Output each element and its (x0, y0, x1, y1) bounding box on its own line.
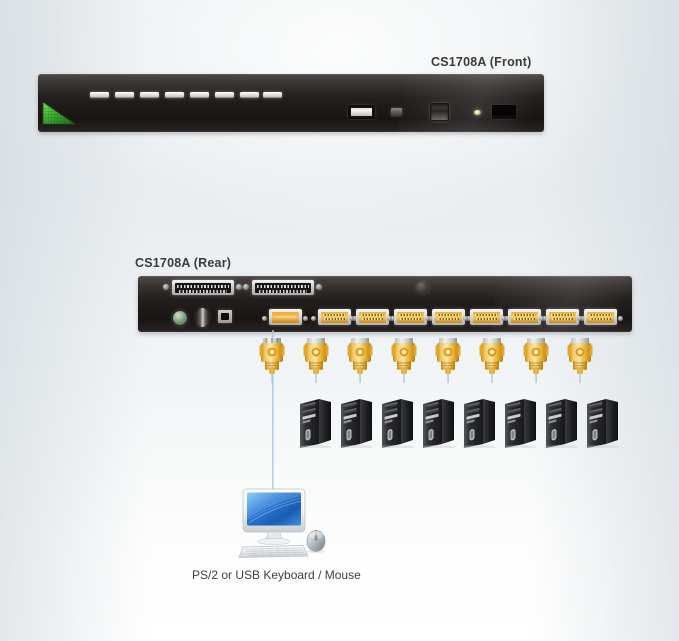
port-led-6 (215, 92, 234, 98)
kvm-cable-connector-2 (303, 338, 329, 383)
computer-tower-4 (420, 396, 456, 449)
cpu-port-5-screw-left (463, 316, 468, 321)
ps2-mouse-port (172, 310, 188, 326)
cpu-port-4-screw-left (425, 316, 430, 321)
cpu-port-6-screw-left (501, 316, 506, 321)
computer-tower-6 (502, 396, 538, 449)
reset-pinhole (391, 108, 402, 116)
port-led-2 (115, 92, 134, 98)
power-jack (416, 281, 429, 294)
power-led (474, 110, 481, 115)
computer-tower-2 (338, 396, 374, 449)
console-port-screw-left (262, 316, 267, 321)
console-cable (272, 330, 274, 494)
db25-screw-left-1 (163, 284, 169, 290)
console-port-screw-right (303, 316, 308, 321)
db25-screw-right-1 (236, 284, 242, 290)
daisy-chain-in-db25 (252, 280, 314, 295)
cpu-port-7 (546, 309, 579, 325)
computer-tower-5 (461, 396, 497, 449)
cpu-port-6 (508, 309, 541, 325)
kvm-cable-connector-6 (479, 338, 505, 383)
rear-unit-label: CS1708A (Rear) (135, 256, 232, 270)
kvm-cable-connector-3 (347, 338, 373, 383)
db25-screw-right-2 (316, 284, 322, 290)
computer-tower-3 (379, 396, 415, 449)
daisy-chain-out-db25 (172, 280, 234, 295)
kvm-cable-connector-5 (435, 338, 461, 383)
kvm-cable-connector-7 (523, 338, 549, 383)
cpu-port-2 (356, 309, 389, 325)
cpu-port-7-screw-left (539, 316, 544, 321)
computer-tower-7 (543, 396, 579, 449)
port-led-8 (263, 92, 282, 98)
port-led-3 (140, 92, 159, 98)
front-unit-label: CS1708A (Front) (431, 55, 532, 69)
cpu-port-3 (394, 309, 427, 325)
console-station (237, 487, 329, 561)
cs1708a-front-panel (38, 74, 544, 132)
cpu-port-1 (318, 309, 351, 325)
cpu-port-2-screw-left (349, 316, 354, 321)
cpu-port-6-screw-right (542, 316, 547, 321)
aten-green-triangle-logo (42, 99, 77, 125)
computer-tower-1 (297, 396, 333, 449)
port-led-1 (90, 92, 109, 98)
cpu-port-8 (584, 309, 617, 325)
kvm-cable-connector-1 (259, 338, 285, 383)
ps2-keyboard-port (196, 308, 209, 327)
port-led-4 (165, 92, 184, 98)
port-led-5 (190, 92, 209, 98)
port-led-7 (240, 92, 259, 98)
cpu-port-1-screw-right (352, 316, 357, 321)
cpu-port-8-screw-right (618, 316, 623, 321)
cpu-port-3-screw-right (428, 316, 433, 321)
cpu-port-1-screw-left (311, 316, 316, 321)
cpu-port-8-screw-left (577, 316, 582, 321)
kvm-cable-connector-4 (391, 338, 417, 383)
console-vga-port (269, 309, 302, 325)
cpu-port-5-screw-right (504, 316, 509, 321)
console-caption: PS/2 or USB Keyboard / Mouse (192, 568, 361, 582)
db25-screw-left-2 (243, 284, 249, 290)
computer-tower-8 (584, 396, 620, 449)
lcd-display-slot (492, 105, 516, 119)
chassis-sheen (396, 74, 544, 132)
cpu-port-4-screw-right (466, 316, 471, 321)
cpu-port-2-screw-right (390, 316, 395, 321)
cpu-port-4 (432, 309, 465, 325)
cpu-port-3-screw-left (387, 316, 392, 321)
usb-console-port (218, 310, 232, 323)
usb-peripheral-port (348, 105, 375, 119)
cpu-port-5 (470, 309, 503, 325)
firmware-rj-port (430, 103, 449, 121)
kvm-cable-connector-8 (567, 338, 593, 383)
cpu-port-7-screw-right (580, 316, 585, 321)
